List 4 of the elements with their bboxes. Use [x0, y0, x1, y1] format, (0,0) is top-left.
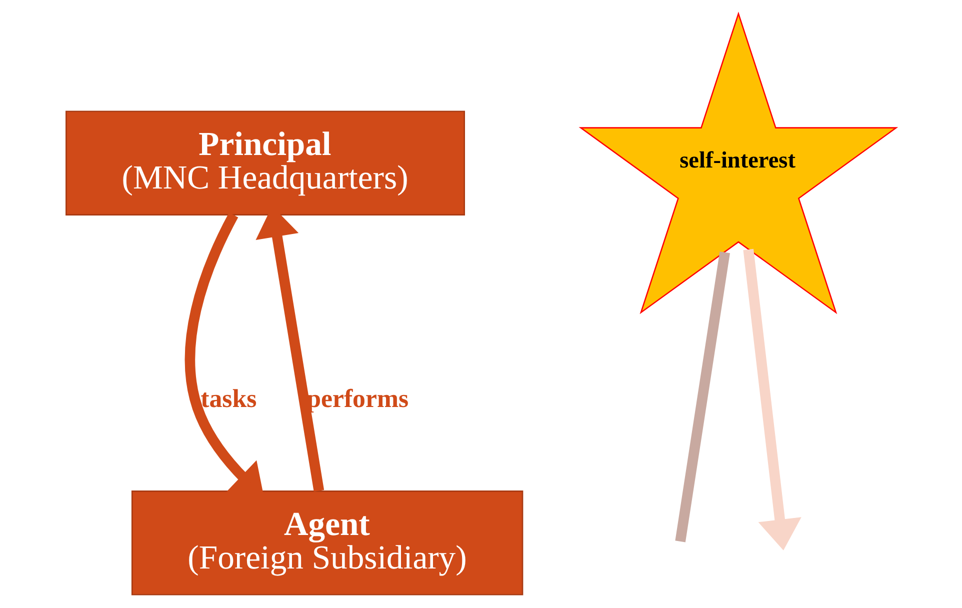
- node-box: Principal (MNC Headquarters): [66, 110, 465, 216]
- node-box: Agent (Foreign Subsidiary): [131, 490, 524, 596]
- edge-label: tasks: [200, 384, 257, 414]
- arrow: [743, 248, 802, 550]
